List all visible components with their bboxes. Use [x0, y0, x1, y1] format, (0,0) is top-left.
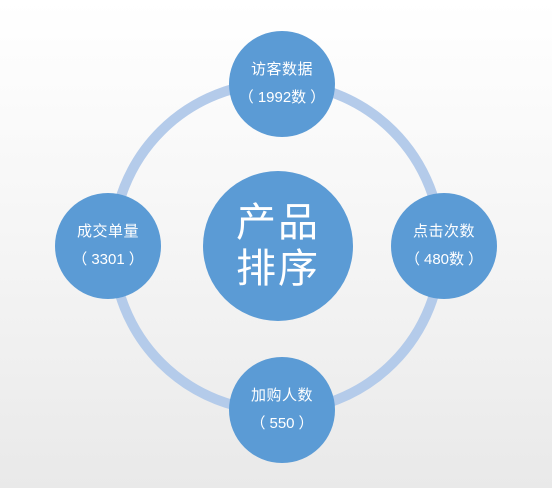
paren-open: （ [238, 89, 254, 106]
paren-close: ） [298, 415, 314, 432]
value-text: 1992数 [257, 89, 307, 106]
node-order-count: 成交单量 （3301） [55, 193, 161, 299]
node-visitor-data: 访客数据 （1992数） [229, 31, 335, 137]
paren-open: （ [72, 251, 88, 268]
value-text: 480数 [423, 251, 465, 268]
node-label: 访客数据 [250, 61, 313, 78]
node-label: 加购人数 [250, 387, 313, 404]
paren-open: （ [404, 251, 420, 268]
node-label: 成交单量 [76, 223, 139, 240]
paren-close: ） [468, 251, 484, 268]
node-value: （3301） [68, 250, 147, 270]
paren-close: ） [310, 89, 326, 106]
node-label: 点击次数 [412, 223, 475, 240]
value-text: 550 [269, 415, 295, 432]
node-value: （550） [246, 414, 317, 434]
node-value: （480数） [401, 250, 487, 270]
paren-close: ） [128, 251, 144, 268]
node-add-to-cart-count: 加购人数 （550） [229, 357, 335, 463]
node-click-count: 点击次数 （480数） [391, 193, 497, 299]
paren-open: （ [250, 415, 266, 432]
value-text: 3301 [91, 251, 125, 268]
center-node-product-ranking: 产品 排序 [203, 171, 353, 321]
center-title-line-1: 产品 [236, 201, 320, 245]
center-title-line-2: 排序 [236, 247, 320, 291]
node-value: （1992数） [235, 88, 329, 108]
